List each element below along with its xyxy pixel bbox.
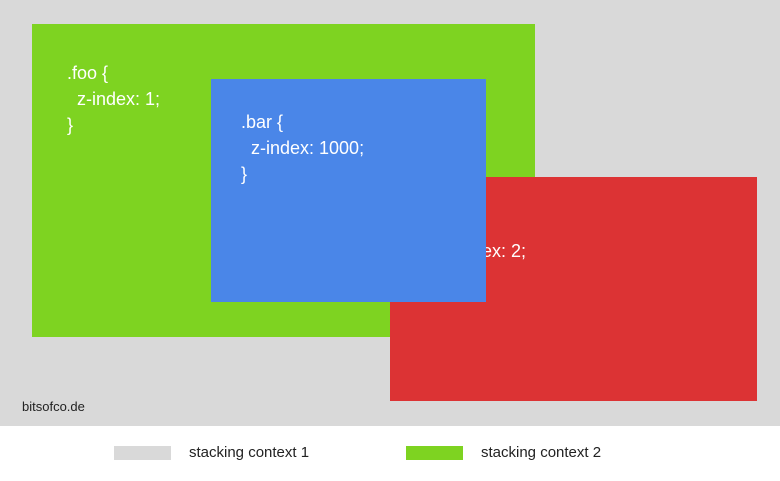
- stacking-context-1-area: .foo { z-index: 1;} .bar { z-index: 1000…: [0, 0, 780, 426]
- legend-label: stacking context 1: [189, 444, 310, 461]
- legend-item-stacking-context-1: stacking context 1: [114, 444, 309, 461]
- bar-code-line: z-index: 1000;: [241, 138, 365, 158]
- foo-code-line: .foo {: [67, 63, 109, 83]
- foo-code-line: }: [67, 115, 74, 135]
- site-credit: bitsofco.de: [22, 399, 85, 414]
- legend-swatch-gray: [114, 445, 171, 460]
- legend-swatch-green: [406, 445, 463, 460]
- bar-box: .bar { z-index: 1000;}: [211, 79, 486, 302]
- bar-code-line: .bar {: [241, 112, 284, 132]
- bar-code-line: }: [241, 164, 248, 184]
- foo-code-line: z-index: 1;: [67, 89, 161, 109]
- bar-code: .bar { z-index: 1000;}: [241, 109, 364, 187]
- foo-code: .foo { z-index: 1;}: [67, 60, 160, 138]
- legend-label: stacking context 2: [481, 444, 602, 461]
- legend-item-stacking-context-2: stacking context 2: [406, 444, 601, 461]
